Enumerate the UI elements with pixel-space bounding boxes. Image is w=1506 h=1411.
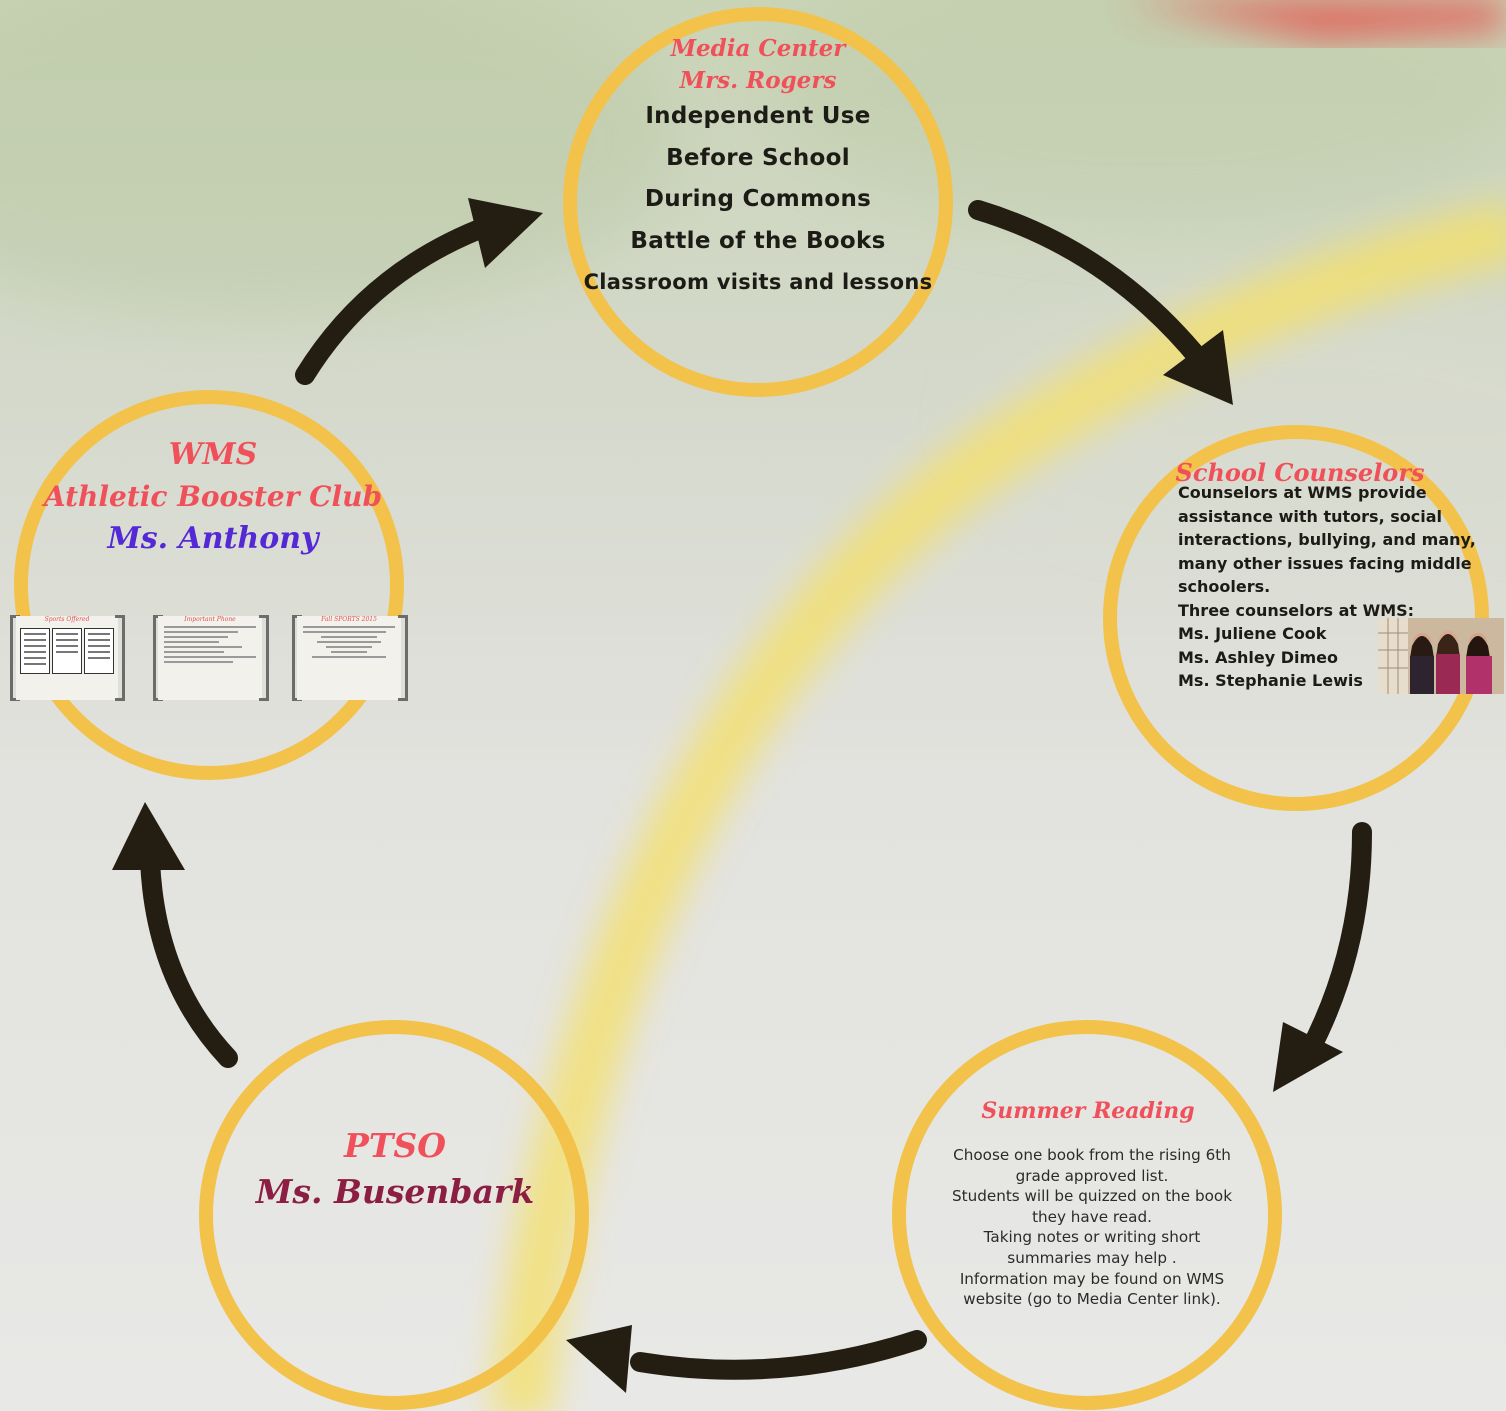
ptso-ring <box>199 1020 589 1410</box>
counselors-line: interactions, bullying, and many, <box>1178 530 1476 549</box>
media-center-item: Independent Use <box>645 103 871 129</box>
ptso-name: Ms. Busenbark <box>255 1172 535 1211</box>
sports-table-thumbnail <box>20 628 114 674</box>
arrow-booster-to-media <box>295 215 500 385</box>
arrowhead-summer <box>1273 1022 1343 1092</box>
doc-bracket-right <box>259 615 269 701</box>
arrow-summer-to-ptso <box>630 1330 927 1380</box>
counselors-line: Counselors at WMS provide <box>1178 483 1427 502</box>
counselors-line: schoolers. <box>1178 577 1271 596</box>
arrowhead-media <box>468 198 543 268</box>
summer-reading-title: Summer Reading <box>981 1098 1195 1124</box>
arrow-media-to-counselors <box>968 200 1210 370</box>
doc-bracket-right <box>115 615 125 701</box>
summer-reading-line: Choose one book from the rising 6th <box>953 1146 1231 1164</box>
counselors-line: assistance with tutors, social <box>1178 506 1442 526</box>
counselors-photo <box>1378 618 1504 694</box>
important-phone-document[interactable]: Important Phone <box>158 616 262 700</box>
summer-reading-line: summaries may help . <box>1007 1248 1177 1267</box>
counselors-line: many other issues facing middle <box>1178 553 1472 573</box>
counselor-name: Ms. Stephanie Lewis <box>1178 671 1363 690</box>
counselors-body: Counselors at WMS provide assistance wit… <box>1178 481 1478 693</box>
doc-bracket-right <box>398 615 408 701</box>
counselor-name: Ms. Ashley Dimeo <box>1178 647 1339 667</box>
summer-reading-line: grade approved list. <box>1015 1166 1169 1185</box>
counselors-line: Three counselors at WMS: <box>1178 600 1415 620</box>
summer-reading-line: they have read. <box>1032 1207 1152 1226</box>
summer-reading-line: website (go to Media Center link). <box>963 1290 1221 1309</box>
fall-sports-document[interactable]: Fall SPORTS 2015 <box>297 616 401 700</box>
ptso-title: PTSO <box>344 1126 446 1165</box>
arrow-ptso-to-booster <box>140 850 238 1068</box>
doc-title: Fall SPORTS 2015 <box>321 616 377 623</box>
doc-bracket-left <box>10 615 20 701</box>
counselor-name: Ms. Juliene Cook <box>1178 624 1327 643</box>
doc-title: Sports Offered <box>44 616 90 623</box>
media-center-list: Independent Use Before School During Com… <box>560 96 956 304</box>
doc-title: Important Phone <box>184 616 236 623</box>
counselors-title: School Counselors <box>1175 458 1425 487</box>
summer-reading-line: Information may be found on WMS <box>959 1269 1225 1288</box>
arrow-counselors-to-summer <box>1300 822 1372 1060</box>
booster-name: Ms. Anthony <box>107 521 319 556</box>
arrowhead-counselors <box>1163 330 1233 405</box>
summer-reading-line: Taking notes or writing short <box>983 1228 1201 1247</box>
media-center-item: During Commons <box>644 186 872 212</box>
booster-title-club: Athletic Booster Club <box>43 480 383 513</box>
media-center-item: Battle of the Books <box>630 227 886 254</box>
arrowhead-ptso <box>566 1325 632 1393</box>
booster-title-wms: WMS <box>168 437 258 472</box>
summer-reading-line: Students will be quizzed on the book <box>951 1187 1232 1206</box>
sports-offered-document[interactable]: Sports Offered <box>16 616 118 700</box>
media-center-item: Before School <box>666 144 850 171</box>
background-yellow-stripe <box>489 201 1506 1411</box>
media-center-name: Mrs. Rogers <box>679 67 837 94</box>
media-center-title: Media Center <box>670 35 846 62</box>
summer-reading-body: Choose one book from the rising 6th grad… <box>922 1145 1262 1310</box>
arrowhead-booster <box>112 802 185 870</box>
media-center-item: Classroom visits and lessons <box>583 270 933 294</box>
